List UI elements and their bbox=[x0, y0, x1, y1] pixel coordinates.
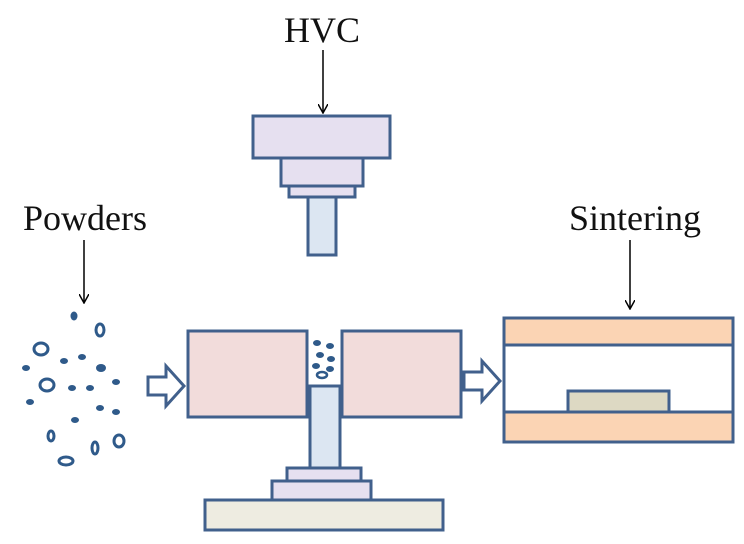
particle bbox=[112, 433, 126, 449]
block-arrow-to-die bbox=[146, 362, 187, 410]
particle bbox=[94, 322, 106, 338]
sintering-furnace bbox=[502, 316, 735, 444]
particle bbox=[68, 385, 76, 391]
hvc-collar bbox=[279, 156, 365, 188]
particle bbox=[327, 356, 335, 362]
particle bbox=[38, 377, 56, 393]
block-arrow-to-sintering bbox=[462, 357, 503, 405]
bottom-punch bbox=[308, 384, 342, 470]
top-heater bbox=[502, 316, 735, 347]
particle bbox=[112, 409, 120, 415]
particle bbox=[326, 366, 334, 372]
particle bbox=[315, 370, 329, 380]
particle bbox=[96, 405, 104, 411]
press-base bbox=[203, 498, 445, 532]
particle bbox=[316, 352, 324, 358]
particle bbox=[96, 364, 106, 372]
particle bbox=[70, 311, 78, 321]
die-assembly bbox=[186, 329, 463, 532]
hvc-label: HVC bbox=[284, 10, 360, 50]
particle bbox=[32, 341, 50, 357]
powders-label: Powders bbox=[23, 198, 147, 238]
bottom-heater bbox=[502, 410, 735, 444]
particle bbox=[60, 358, 68, 364]
particle bbox=[112, 379, 120, 385]
punch-collar bbox=[285, 466, 363, 483]
hvc-ram bbox=[306, 195, 338, 257]
particle bbox=[326, 343, 334, 349]
powder-particles bbox=[22, 311, 126, 467]
particle bbox=[22, 365, 30, 371]
die-cavity-powder bbox=[312, 340, 335, 380]
punch-support bbox=[270, 479, 373, 502]
hvc-ring bbox=[287, 184, 357, 199]
die-right bbox=[340, 329, 463, 419]
particle bbox=[78, 354, 86, 360]
hvc-machine bbox=[251, 114, 392, 257]
particle bbox=[86, 385, 94, 391]
particle bbox=[90, 440, 100, 456]
sintered-sample bbox=[566, 389, 671, 414]
particle bbox=[26, 399, 34, 405]
particle bbox=[313, 340, 321, 346]
particle bbox=[312, 363, 320, 369]
particle bbox=[71, 417, 79, 423]
hvc-head bbox=[251, 114, 392, 160]
die-left bbox=[186, 329, 309, 419]
particle bbox=[57, 455, 75, 467]
sintering-label: Sintering bbox=[569, 198, 701, 238]
particle bbox=[46, 429, 56, 443]
